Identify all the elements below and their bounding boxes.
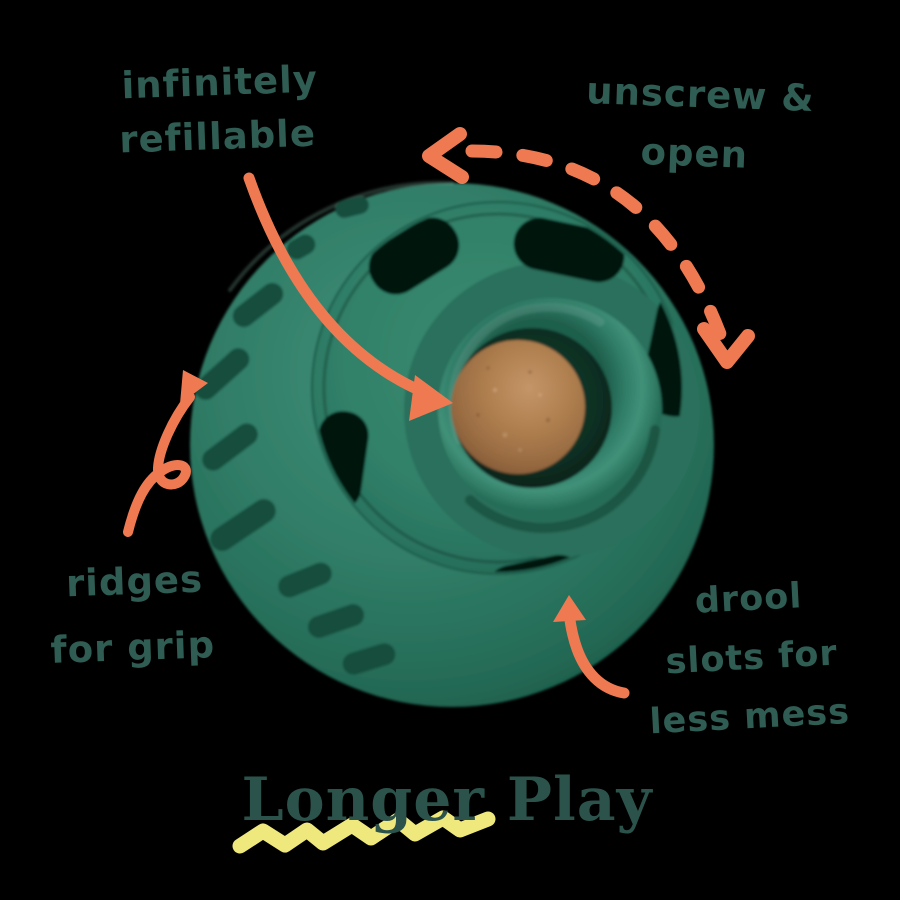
drool-up-arrow-icon: [563, 606, 630, 699]
unscrew-arrowhead-left: [422, 127, 469, 184]
unscrew-dashed-arrow-icon: [465, 144, 727, 341]
grip-ridge: [194, 348, 250, 400]
label-unscrew-open: unscrew & open: [586, 69, 816, 177]
label-unscrew-line2: open: [640, 130, 749, 177]
grip-ridge: [202, 423, 258, 471]
label-ridges-for-grip: ridges for grip: [50, 558, 216, 672]
grip-ridge: [342, 643, 396, 675]
grip-ridge: [232, 282, 284, 328]
treat-texture: [476, 366, 551, 452]
label-drool-slots: drool slots for less mess: [649, 576, 851, 742]
label-ridges-line1: ridges: [65, 558, 203, 606]
annotation-arrows: [123, 127, 755, 699]
grip-ridge: [210, 499, 276, 551]
annotation-labels: infinitely refillable unscrew & open rid…: [50, 58, 851, 743]
grip-ridges: [194, 196, 396, 675]
treat-ball: [451, 340, 585, 474]
label-drool-line3: less mess: [649, 692, 851, 742]
ridges-loop-arrow-icon: [123, 392, 195, 537]
refill-arrowhead: [409, 375, 453, 421]
page-title: Longer Play: [241, 765, 653, 835]
grip-ridge: [278, 562, 332, 598]
torus-shadow: [465, 425, 660, 533]
drool-arrowhead: [553, 595, 586, 622]
unscrew-arrowhead-down: [697, 322, 755, 369]
refill-curved-arrow-icon: [243, 172, 434, 400]
label-drool-line1: drool: [694, 576, 803, 622]
label-drool-line2: slots for: [665, 633, 839, 682]
grip-ridge: [335, 196, 369, 218]
drool-slot: [368, 217, 460, 295]
label-refillable-line1: infinitely: [121, 58, 319, 108]
underline-squiggle-icon: [232, 810, 496, 854]
drool-slot: [513, 217, 625, 283]
ball-rim-highlight: [228, 180, 454, 292]
heading-group: Longer Play: [232, 765, 653, 854]
label-refillable-line2: refillable: [119, 112, 317, 162]
label-infinitely-refillable: infinitely refillable: [119, 58, 319, 162]
ridges-arrowhead: [180, 370, 208, 404]
ball-illustration: [190, 180, 714, 707]
grip-ridge: [286, 234, 316, 260]
label-ridges-line2: for grip: [50, 623, 216, 672]
grip-ridge: [307, 604, 365, 638]
label-unscrew-line1: unscrew &: [586, 69, 816, 120]
